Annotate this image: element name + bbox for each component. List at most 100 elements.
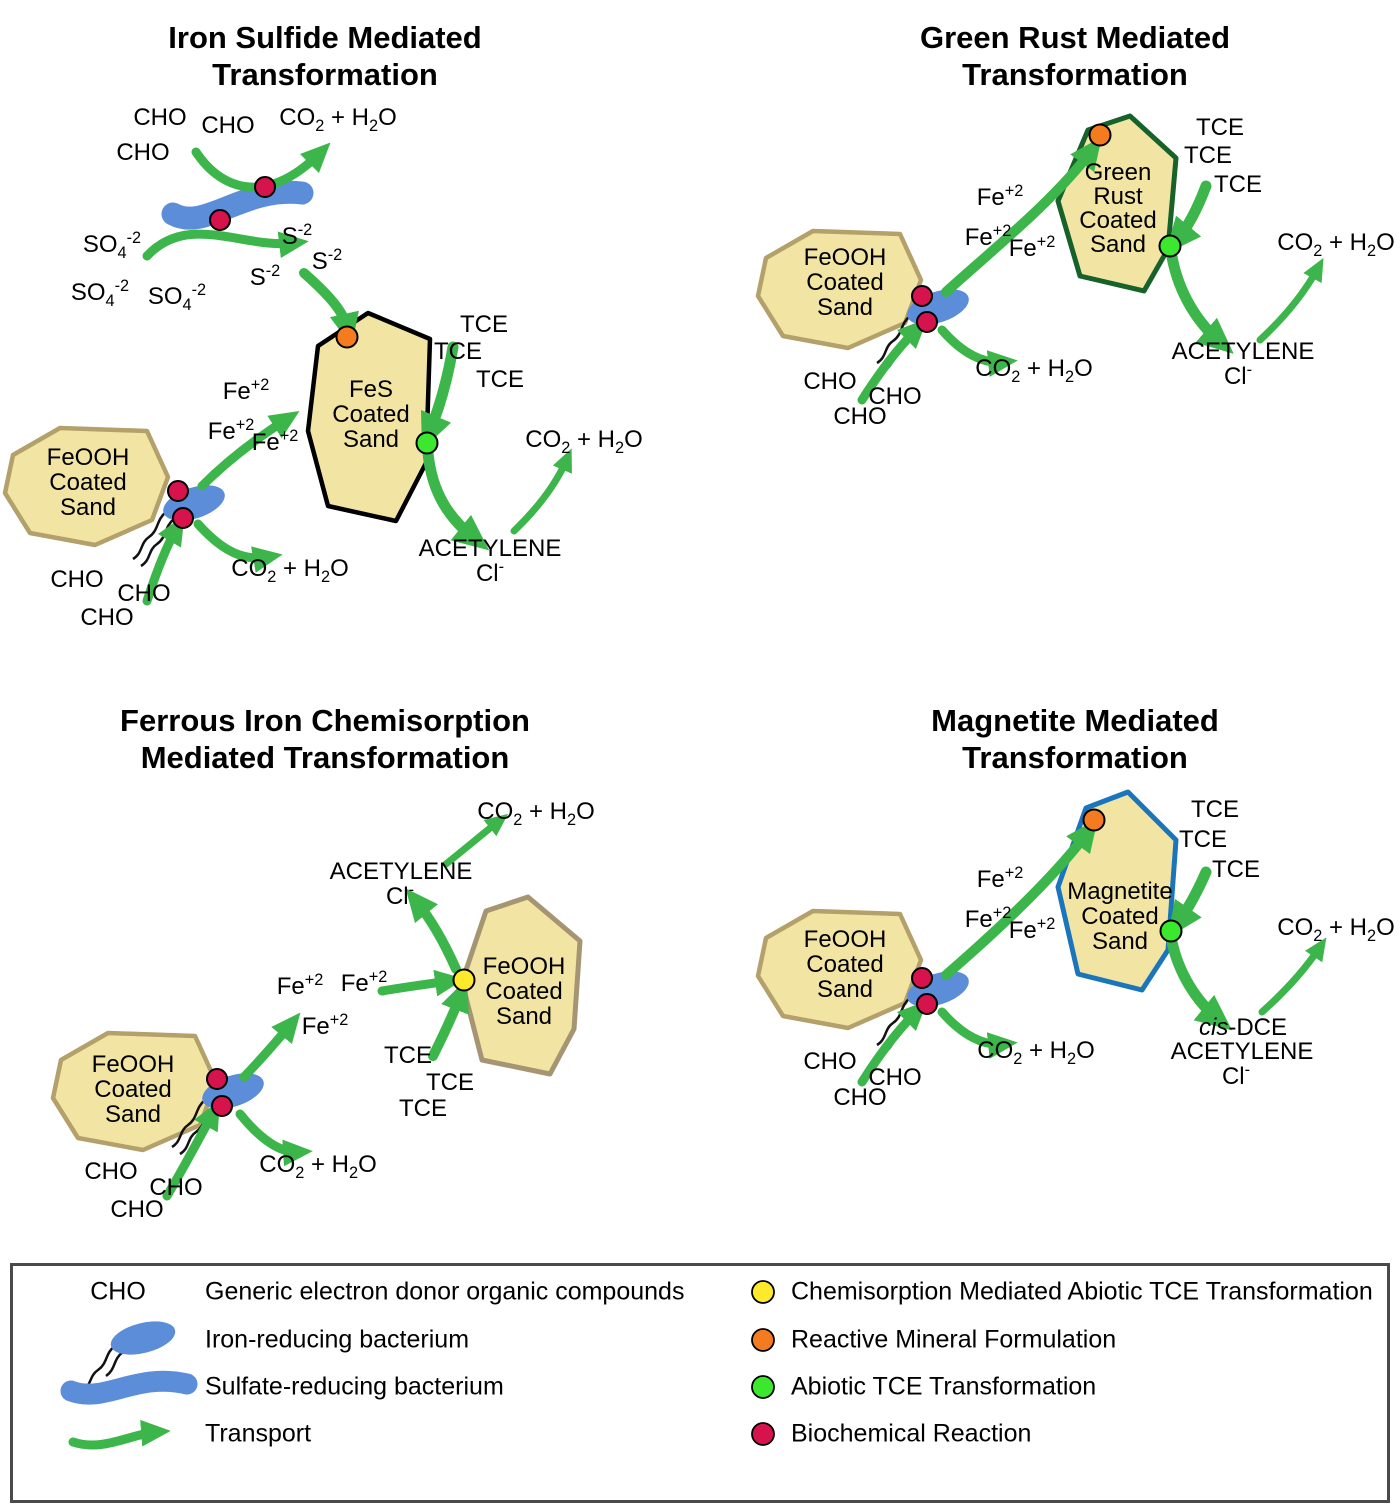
biochemical-reaction-dot [167,480,189,502]
cho-label: CHO [116,139,170,166]
reactive-mineral-dot [751,1328,775,1352]
biochemical-reaction-dot [211,1095,233,1117]
cho-label: CHO [868,1064,922,1091]
arrow-acetylene-to-co2 [510,448,572,535]
cho-label: CHO [110,1196,164,1223]
ferrous-iron-label: Fe+2 [340,968,388,997]
sulfide-label: S-2 [281,221,313,250]
ferrous-iron-label: Fe+2 [964,904,1012,933]
tce-label: TCE [384,1042,432,1069]
source-sand-label: FeOOH [803,244,887,271]
cho-label: CHO [149,1174,203,1201]
feooh-target-sand-shape [459,894,583,1077]
abiotic-tce-dot [415,431,439,455]
co2-h2o-label: CO2 + H2O [977,1037,1095,1068]
biochemical-reaction-dot [172,507,194,529]
tce-label: TCE [1184,142,1232,169]
arrow-bacterium-to-co2 [937,1007,1018,1059]
panel-title: Transformation [212,57,438,92]
ferrous-iron-label: Fe+2 [301,1011,349,1040]
ferrous-iron-label: Fe+2 [976,864,1024,893]
acetylene-label: ACETYLENE [1170,1038,1314,1065]
iron-sulfide-graphics [2,142,572,606]
arrow-reaction-to-acetylene [405,888,461,974]
arrow-tce-to-reaction [428,978,469,1061]
co2-h2o-label: CO2 + H2O [1277,914,1395,945]
mineral-sand-label: Magnetite [1067,878,1173,905]
ferrous-iron-graphics [50,813,583,1201]
source-sand-label: FeOOH [803,926,887,953]
legend-label: Generic electron donor organic compounds [205,1277,685,1306]
co2-h2o-label: CO2 + H2O [975,355,1093,386]
sulfate-label: SO4-2 [70,277,130,310]
biochemical-reaction-dot [911,967,933,989]
co2-h2o-label: CO2 + H2O [525,426,643,457]
panel-magnetite: Magnetite Mediated Transformation Magnet… [700,660,1400,1260]
arrow-bacterium-to-fe2 [197,411,300,491]
mineral-sand-label: Sand [495,1003,553,1030]
abiotic-tce-dot [751,1375,775,1399]
cho-label: CHO [50,566,104,593]
arrow-bacterium-to-fe2 [239,1012,301,1082]
tce-label: TCE [434,338,482,365]
transport-arrow-icon [68,1419,171,1450]
co2-h2o-label: CO2 + H2O [279,104,397,135]
sulfide-label: S-2 [311,246,343,275]
arrow-cho-to-co2 [191,142,331,192]
ferrous-iron-label: Fe+2 [1008,233,1056,262]
sulfate-reducing-bacterium [161,180,314,230]
green-rust-graphics [755,113,1324,405]
arrow-tce-to-reaction [420,341,459,450]
panel-green-rust: Green Rust Mediated Transformation Green… [700,0,1400,660]
biochemical-reaction-dot [911,285,933,307]
biochemical-reaction-dot [206,1068,228,1090]
source-sand-label: FeOOH [46,444,130,471]
cho-label: CHO [117,580,171,607]
arrow-sulfide-to-mineral [299,268,359,347]
cho-label: CHO [80,604,134,631]
ferrous-iron-label: Fe+2 [276,971,324,1000]
source-sand-label: Sand [59,494,117,521]
ferrous-iron-label: Fe+2 [207,416,255,445]
acetylene-label: ACETYLENE [418,535,562,562]
tce-label: TCE [1214,171,1262,198]
co2-h2o-label: CO2 + H2O [477,798,595,829]
tce-label: TCE [399,1095,447,1122]
flagellum-icon [105,1350,124,1378]
arrow-acetylene-to-co2 [1256,257,1324,344]
mineral-sand-label: Coated [485,978,563,1005]
magnetite-graphics [755,789,1327,1087]
biochemical-reaction-dot [254,176,276,198]
biochemical-reaction-dot [916,993,938,1015]
arrow-fe2-to-reaction [377,969,465,997]
mineral-sand-label: FeOOH [482,953,566,980]
ferrous-iron-label: Fe+2 [964,222,1012,251]
source-sand-label: FeOOH [91,1051,175,1078]
mineral-sand-label: Coated [332,401,410,428]
tce-label: TCE [1196,114,1244,141]
arrow-cho-to-bacterium [857,318,928,405]
cho-label: CHO [868,383,922,410]
legend: CHO Generic electron donor organic compo… [10,1263,1390,1503]
arrow-fe2-to-mineral [941,818,1098,980]
reactive-mineral-dot [335,325,359,349]
acetylene-label: ACETYLENE [1171,338,1315,365]
cho-symbol: CHO [90,1277,146,1306]
panel-title: Ferrous Iron Chemisorption [120,703,530,738]
tce-label: TCE [1179,826,1227,853]
bacterium-body [110,1321,176,1355]
mineral-sand-label: Sand [1091,928,1149,955]
arrow-bacterium-to-co2 [193,519,283,573]
source-sand-label: Sand [104,1101,162,1128]
source-sand-label: Coated [806,269,884,296]
arrow-tce-to-reaction [1165,180,1212,254]
co2-h2o-label: CO2 + H2O [1277,229,1395,260]
tce-label: TCE [1191,796,1239,823]
arrow-reaction-to-acetylene [422,447,490,551]
co2-h2o-label: CO2 + H2O [231,555,349,586]
panel-title: Mediated Transformation [140,740,510,775]
legend-label: Reactive Mineral Formulation [791,1325,1117,1354]
legend-label: Abiotic TCE Transformation [791,1372,1097,1401]
arrow-tce-to-reaction [1167,866,1212,938]
reactive-mineral-dot [1088,123,1112,147]
